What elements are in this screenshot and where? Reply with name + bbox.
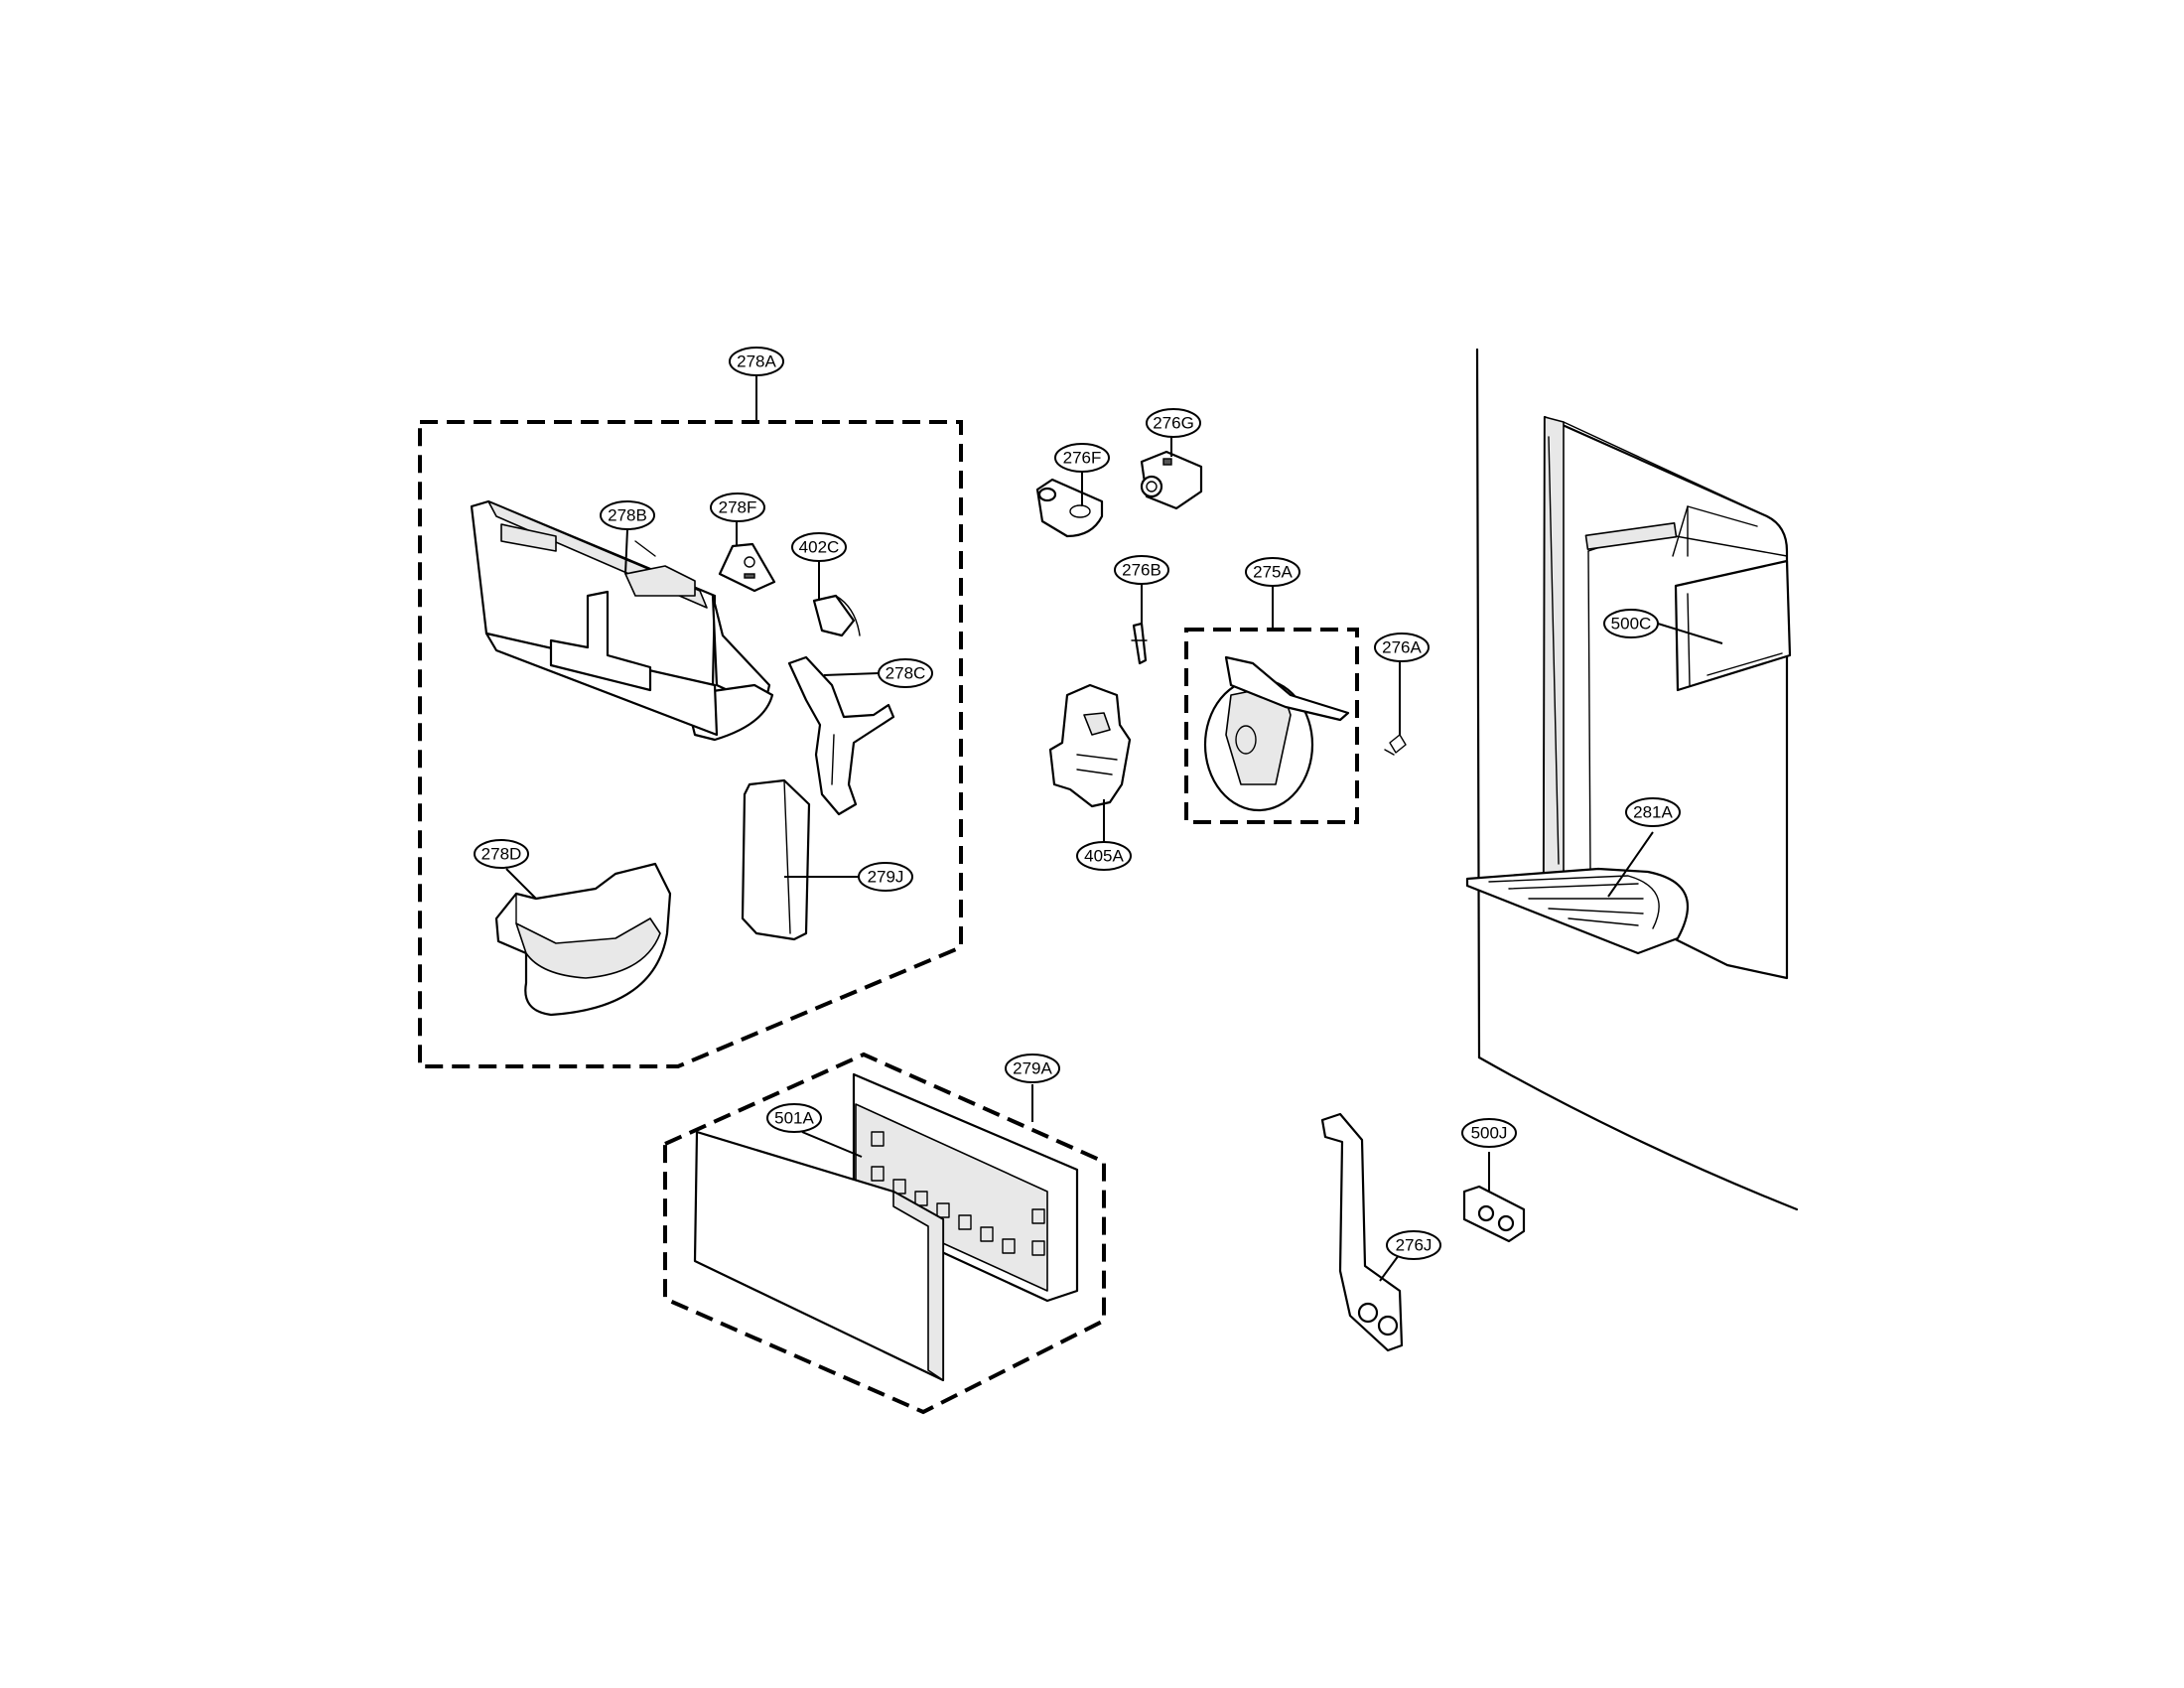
callout-276F-label: 276F bbox=[1063, 449, 1102, 468]
group-278A-dashed-box bbox=[418, 375, 963, 1068]
part-405A-actuator bbox=[1048, 683, 1132, 808]
callout-279A: 279A bbox=[1005, 1054, 1060, 1083]
callout-402C: 402C bbox=[791, 532, 847, 562]
callout-276A: 276A bbox=[1374, 633, 1430, 662]
callout-278D: 278D bbox=[474, 839, 529, 869]
callout-500J: 500J bbox=[1461, 1118, 1517, 1148]
callout-278F: 278F bbox=[710, 492, 765, 522]
callout-279J: 279J bbox=[858, 862, 913, 892]
callout-501A: 501A bbox=[766, 1103, 822, 1133]
part-278F-plate bbox=[718, 542, 776, 593]
callout-500C-label: 500C bbox=[1611, 615, 1652, 633]
part-276F-fitting bbox=[1035, 478, 1104, 538]
callout-281A: 281A bbox=[1625, 797, 1681, 827]
callout-276B: 276B bbox=[1114, 555, 1169, 585]
callout-278B: 278B bbox=[600, 500, 655, 530]
callout-405A: 405A bbox=[1076, 841, 1132, 871]
part-278C-lever bbox=[787, 655, 895, 816]
callout-278A-label: 278A bbox=[737, 352, 776, 371]
callout-275A-label: 275A bbox=[1253, 563, 1293, 582]
group-275A-dashed-box bbox=[1184, 586, 1359, 824]
callout-276J: 276J bbox=[1386, 1230, 1441, 1260]
callout-279A-label: 279A bbox=[1013, 1059, 1052, 1078]
callout-281A-label: 281A bbox=[1633, 803, 1673, 822]
callout-276F: 276F bbox=[1054, 443, 1110, 473]
callout-402C-label: 402C bbox=[799, 538, 840, 557]
callout-278C: 278C bbox=[878, 658, 933, 688]
part-278B-dispenser-housing bbox=[470, 499, 774, 742]
group-279A-dashed-box bbox=[663, 1052, 1106, 1415]
callout-278D-label: 278D bbox=[481, 845, 522, 864]
part-276G-bracket bbox=[1140, 450, 1203, 510]
callout-278F-label: 278F bbox=[719, 498, 757, 517]
part-276B-clip bbox=[1131, 622, 1148, 665]
part-500C-panel bbox=[1674, 559, 1792, 692]
callout-405A-label: 405A bbox=[1084, 847, 1124, 866]
part-500J-switch bbox=[1462, 1185, 1526, 1243]
callout-276B-label: 276B bbox=[1122, 561, 1161, 580]
callout-276G: 276G bbox=[1146, 408, 1201, 438]
callout-500J-label: 500J bbox=[1471, 1124, 1508, 1143]
callout-276J-label: 276J bbox=[1396, 1236, 1433, 1255]
callout-279J-label: 279J bbox=[868, 868, 904, 887]
part-display-cover-panel bbox=[693, 1130, 945, 1382]
callout-278A: 278A bbox=[729, 347, 784, 376]
part-278D-funnel bbox=[494, 862, 672, 1017]
part-279J-cover bbox=[741, 778, 811, 941]
callout-276A-label: 276A bbox=[1382, 638, 1422, 657]
callout-501A-label: 501A bbox=[774, 1109, 814, 1128]
callout-276G-label: 276G bbox=[1153, 414, 1194, 433]
callout-500C: 500C bbox=[1603, 609, 1659, 638]
part-276A-screw bbox=[1384, 661, 1407, 756]
callout-278B-label: 278B bbox=[608, 506, 647, 525]
part-275A-flap bbox=[1203, 655, 1350, 812]
part-402C-motor bbox=[812, 594, 861, 637]
callout-278C-label: 278C bbox=[886, 664, 926, 683]
part-281A-drip-tray bbox=[1465, 867, 1690, 955]
part-276J-switch-bracket bbox=[1320, 1112, 1404, 1352]
part-501A-control-board bbox=[852, 1072, 1079, 1303]
refrigerator-door-assembly bbox=[1475, 348, 1799, 1211]
callout-275A: 275A bbox=[1245, 557, 1300, 587]
